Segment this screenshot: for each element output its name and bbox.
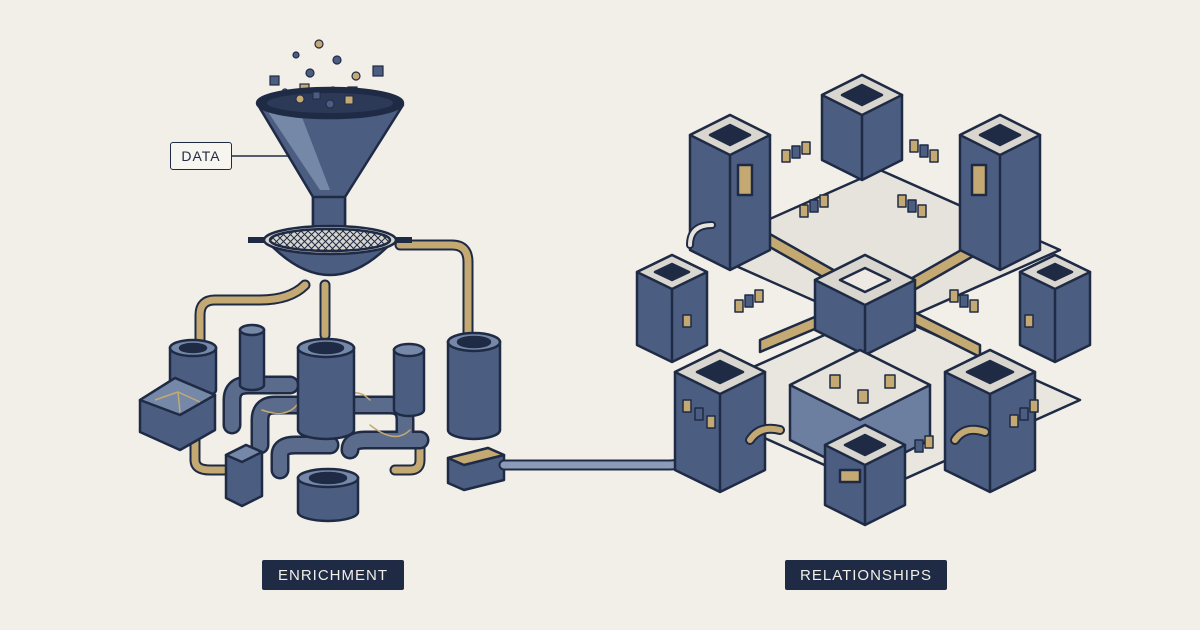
cylinders: [168, 323, 502, 523]
block-top-center: [820, 73, 904, 182]
crates: [682, 139, 1039, 453]
block-right-lower: [943, 348, 1037, 494]
relationships-label: RELATIONSHIPS: [785, 560, 947, 590]
enrichment-label: ENRICHMENT: [262, 560, 404, 590]
relationships-structure: [635, 73, 1092, 527]
connector-tube: [498, 434, 704, 471]
block-bottom-center: [823, 423, 907, 527]
block-right-upper: [958, 113, 1042, 272]
block-right-mid: [1018, 253, 1092, 364]
block-center: [813, 253, 917, 357]
block-left-upper: [688, 113, 772, 272]
gold-pipes: [189, 239, 474, 476]
data-label: DATA: [170, 142, 232, 170]
junction-boxes: [224, 443, 506, 508]
enrichment-machine: [138, 39, 704, 523]
hex-processor: [138, 376, 217, 452]
block-left-mid: [635, 253, 709, 364]
sieve: [248, 224, 412, 277]
block-left-lower: [673, 348, 767, 494]
funnel: [255, 86, 405, 229]
structure-pipes: [686, 221, 990, 445]
